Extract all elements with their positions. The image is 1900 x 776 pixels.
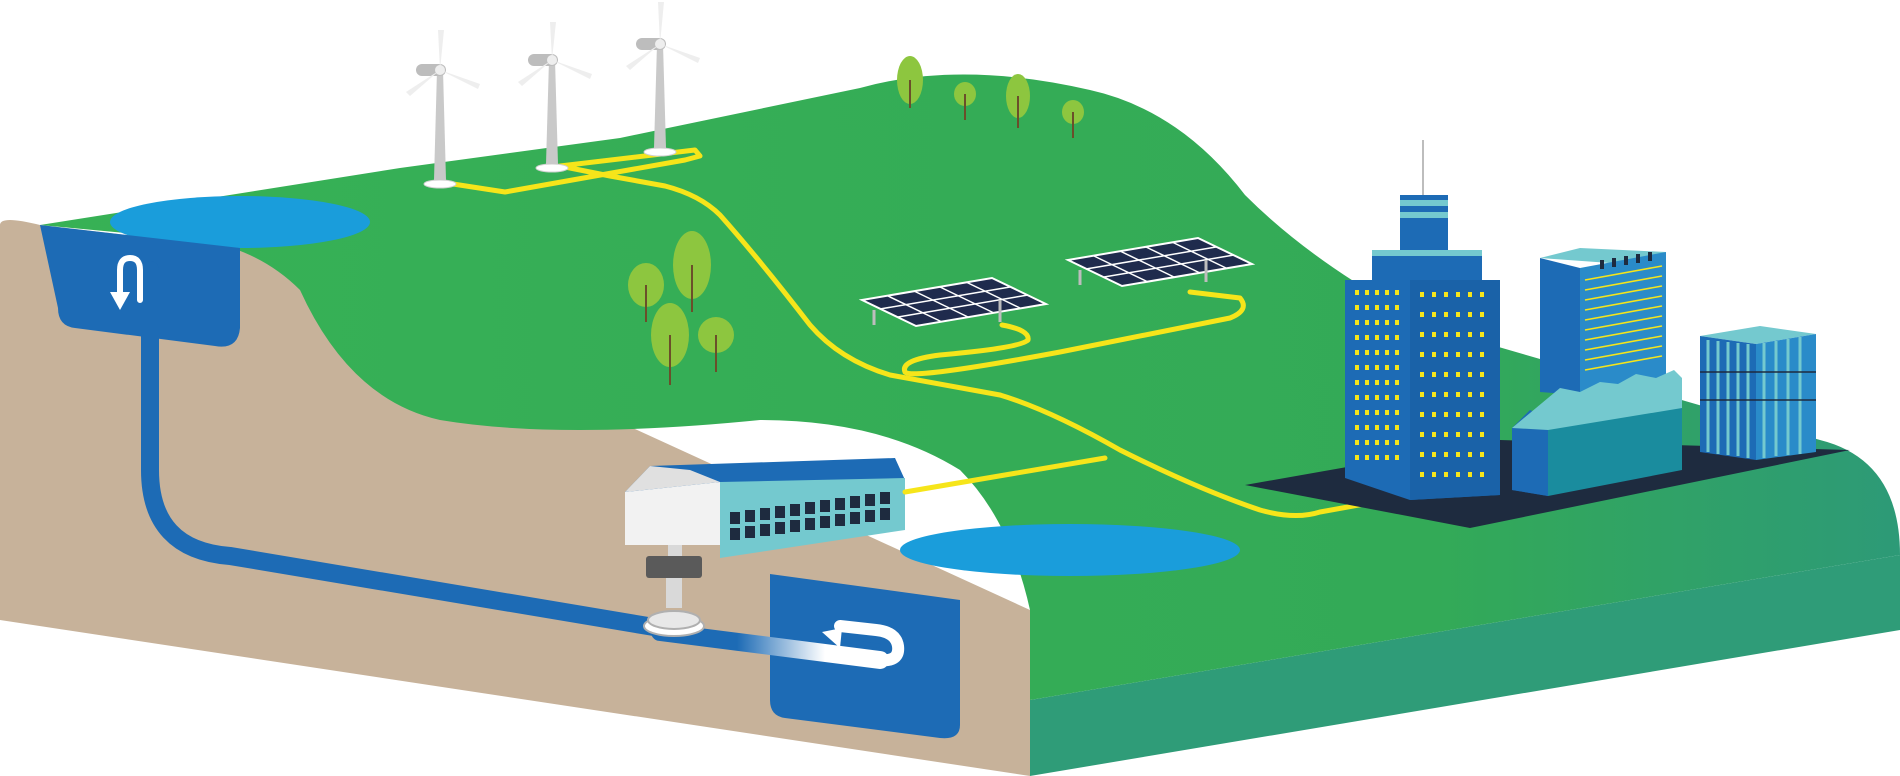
wind-turbine-icon [626,2,700,157]
tree-icon [651,303,689,385]
pump-turbine-unit [643,538,705,637]
power-line-to-city [997,392,1423,518]
power-lines [437,147,1423,518]
lower-reservoir-surface [900,524,1240,576]
upper-reservoir-surface [110,196,370,248]
flow-arrow-icon [822,628,881,648]
tree-icon [954,82,976,120]
power-line-to-plant [902,455,1108,495]
tree-icon [1062,100,1084,138]
factory-icon [1512,370,1682,496]
tree-icon [897,56,923,108]
solar-panel-icon [1064,236,1256,288]
return-pipe-bend [834,620,905,667]
wind-turbine-icon [518,22,592,173]
grass-front-edge [1030,555,1900,776]
tree-icon [1006,74,1030,128]
power-line-turbines [437,147,1003,398]
tree-icon [673,231,711,312]
city-building-icon [1700,326,1816,460]
city-building-icon [1540,248,1666,395]
hydropower-station-icon [625,458,905,558]
tree-icon [698,317,734,372]
city-building-icon [1345,140,1500,500]
solar-panel-icon [858,276,1050,328]
wind-turbine-icon [406,30,480,189]
flow-arrow-icon [110,254,143,310]
tree-icon [628,263,664,322]
return-pipe [651,623,889,669]
power-line-solar-1 [901,289,1246,377]
